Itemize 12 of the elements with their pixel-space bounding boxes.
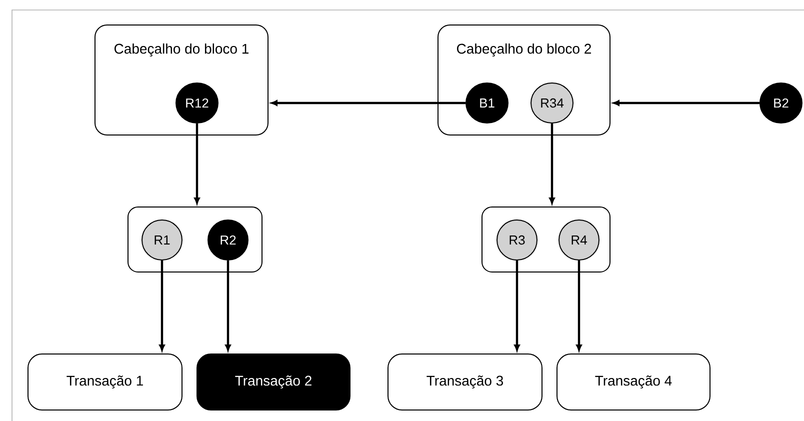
transaction-box: Transação 3 [388,354,542,410]
arrow [225,260,231,351]
transaction-box: Transação 2 [196,354,350,410]
arrow [613,100,760,106]
arrow [549,124,555,204]
arrow [271,100,466,106]
arrow [194,124,200,204]
arrow [514,260,520,351]
arrow [159,260,165,351]
transaction-box: Transação 4 [556,354,710,410]
transaction-box: Transação 1 [28,354,182,410]
arrow [576,260,582,351]
